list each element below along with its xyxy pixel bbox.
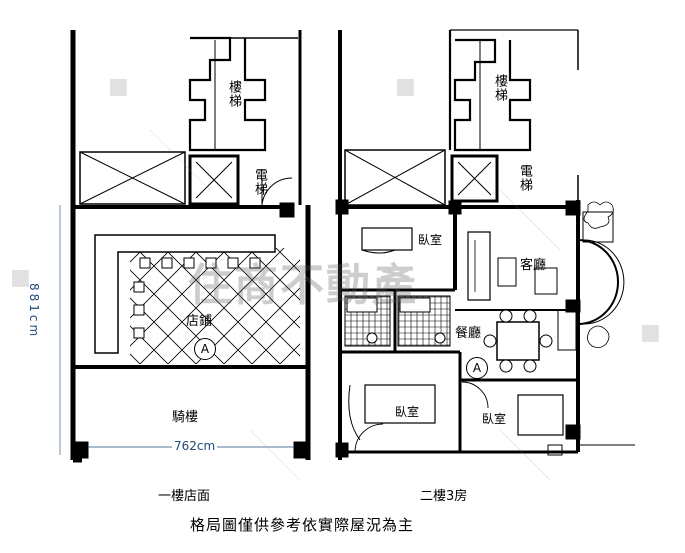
floor2-living-label: 客廳 — [520, 258, 547, 273]
watermark-lines — [149, 129, 561, 481]
floor1-depth-dimension: 881cm — [27, 283, 41, 340]
floor1-arcade-label: 騎樓 — [172, 410, 199, 425]
watermark-logo: ■ — [395, 74, 416, 99]
floor1-width-dimension: 762cm — [172, 439, 218, 453]
floor2-marker-a: A — [466, 357, 488, 379]
floor2-dining-label: 餐廳 — [455, 326, 482, 341]
watermark-brand: 住商不動產 — [188, 260, 418, 311]
disclaimer-note: 格局圖僅供參考依實際屋況為主 — [190, 516, 415, 534]
floor2-plan — [335, 29, 635, 460]
watermark-logo: ■ — [640, 320, 661, 345]
floor2-caption: 二樓3房 — [420, 489, 468, 504]
floor2-elevator-label: 電梯 — [517, 164, 532, 192]
floor1-elevator-label: 電梯 — [252, 168, 267, 196]
floor1-caption: 一樓店面 — [158, 489, 211, 504]
floor2-bedroom-right-label: 臥室 — [482, 412, 507, 426]
floor2-bedroom-left-label: 臥室 — [395, 405, 420, 419]
floor1-shop-label: 店鋪 — [186, 314, 213, 329]
watermark-logo: ■ — [10, 265, 31, 290]
watermark-logo: ■ — [108, 74, 129, 99]
floor1-stairs-label: 樓梯 — [226, 80, 241, 108]
floor1-marker-a: A — [194, 338, 216, 360]
floor1-plan — [59, 30, 311, 463]
floor2-stairs-label: 樓梯 — [492, 74, 507, 102]
floor2-bedroom-top-label: 臥室 — [418, 233, 443, 247]
